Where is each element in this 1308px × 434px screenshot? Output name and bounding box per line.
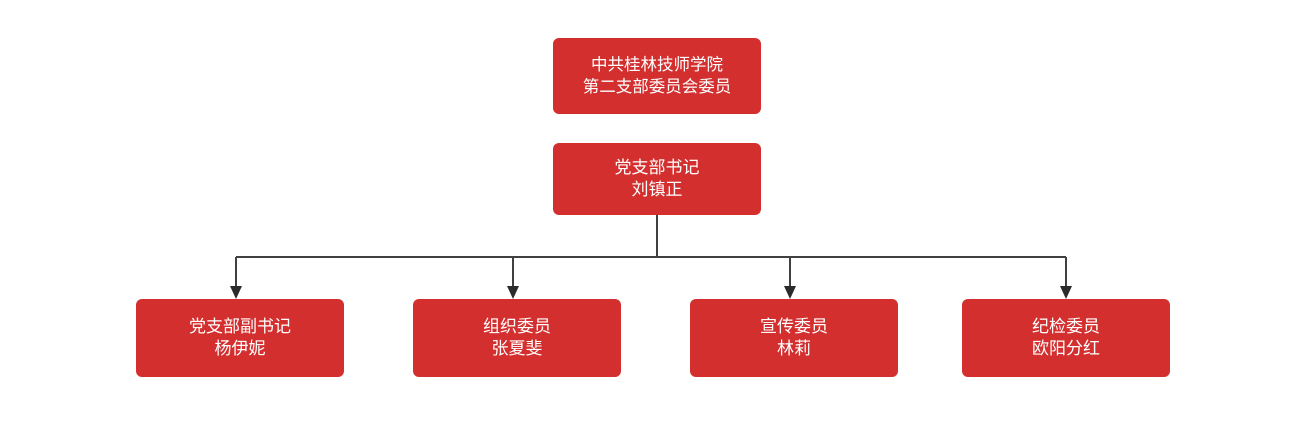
node-discipline-member[interactable]: 纪检委员 欧阳分红 [962,299,1170,377]
arrowhead-icon-3 [1060,286,1072,299]
node-child-0-title: 党支部副书记 [189,316,291,337]
node-publicity-member[interactable]: 宣传委员 林莉 [690,299,898,377]
node-party-secretary[interactable]: 党支部书记 刘镇正 [553,143,761,215]
node-organization-member[interactable]: 组织委员 张夏斐 [413,299,621,377]
arrowhead-icon-0 [230,286,242,299]
edge-arrowheads [230,286,1072,299]
node-child-1-title: 组织委员 [483,316,551,337]
node-root-line2: 第二支部委员会委员 [582,77,732,96]
node-child-0-name: 杨伊妮 [214,339,266,359]
node-child-1-name: 张夏斐 [491,339,543,359]
node-child-2-title: 宣传委员 [760,316,828,337]
node-root[interactable]: 中共桂林技师学院 第二支部委员会委员 [553,38,761,114]
arrowhead-icon-1 [507,286,519,299]
node-root-line1: 中共桂林技师学院 [591,55,723,75]
node-leader-title: 党支部书记 [614,157,700,178]
node-child-3-title: 纪检委员 [1032,316,1100,337]
node-deputy-secretary[interactable]: 党支部副书记 杨伊妮 [136,299,344,377]
node-child-2-name: 林莉 [777,339,811,359]
node-child-3-name: 欧阳分红 [1032,339,1100,359]
node-leader-name: 刘镇正 [631,180,683,200]
arrowhead-icon-2 [784,286,796,299]
